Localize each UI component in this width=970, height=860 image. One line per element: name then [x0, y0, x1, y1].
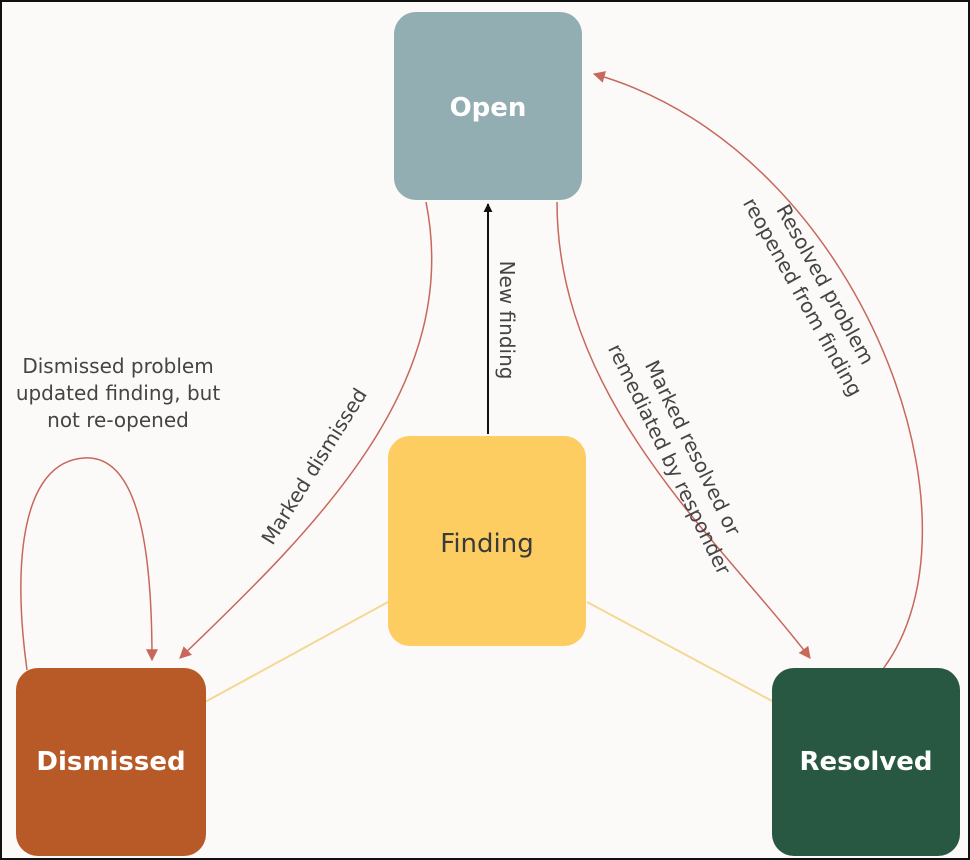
label-dismissed-self-line3: not re-opened — [47, 408, 189, 432]
node-finding-label: Finding — [440, 529, 533, 559]
connector-finding-resolved — [586, 601, 775, 703]
arrow-marked-resolved — [556, 201, 811, 659]
connector-finding-dismissed — [204, 601, 389, 703]
node-dismissed-label: Dismissed — [36, 747, 185, 777]
label-dismissed-self-line2: updated finding, but — [16, 381, 221, 405]
node-resolved: Resolved — [772, 668, 960, 856]
arrow-marked-dismissed — [179, 201, 433, 659]
arrow-reopened — [592, 71, 924, 695]
node-open-label: Open — [450, 93, 527, 123]
label-new-finding: New finding — [495, 261, 519, 380]
label-dismissed-self-line1: Dismissed problem — [22, 354, 213, 378]
arrow-dismissed-self-loop — [20, 457, 158, 671]
node-dismissed: Dismissed — [16, 668, 206, 856]
label-marked-dismissed: Marked dismissed — [256, 384, 371, 549]
node-open: Open — [394, 12, 582, 200]
node-resolved-label: Resolved — [799, 747, 932, 777]
node-finding: Finding — [388, 436, 586, 646]
label-dismissed-self: Dismissed problem updated finding, but n… — [16, 354, 221, 432]
